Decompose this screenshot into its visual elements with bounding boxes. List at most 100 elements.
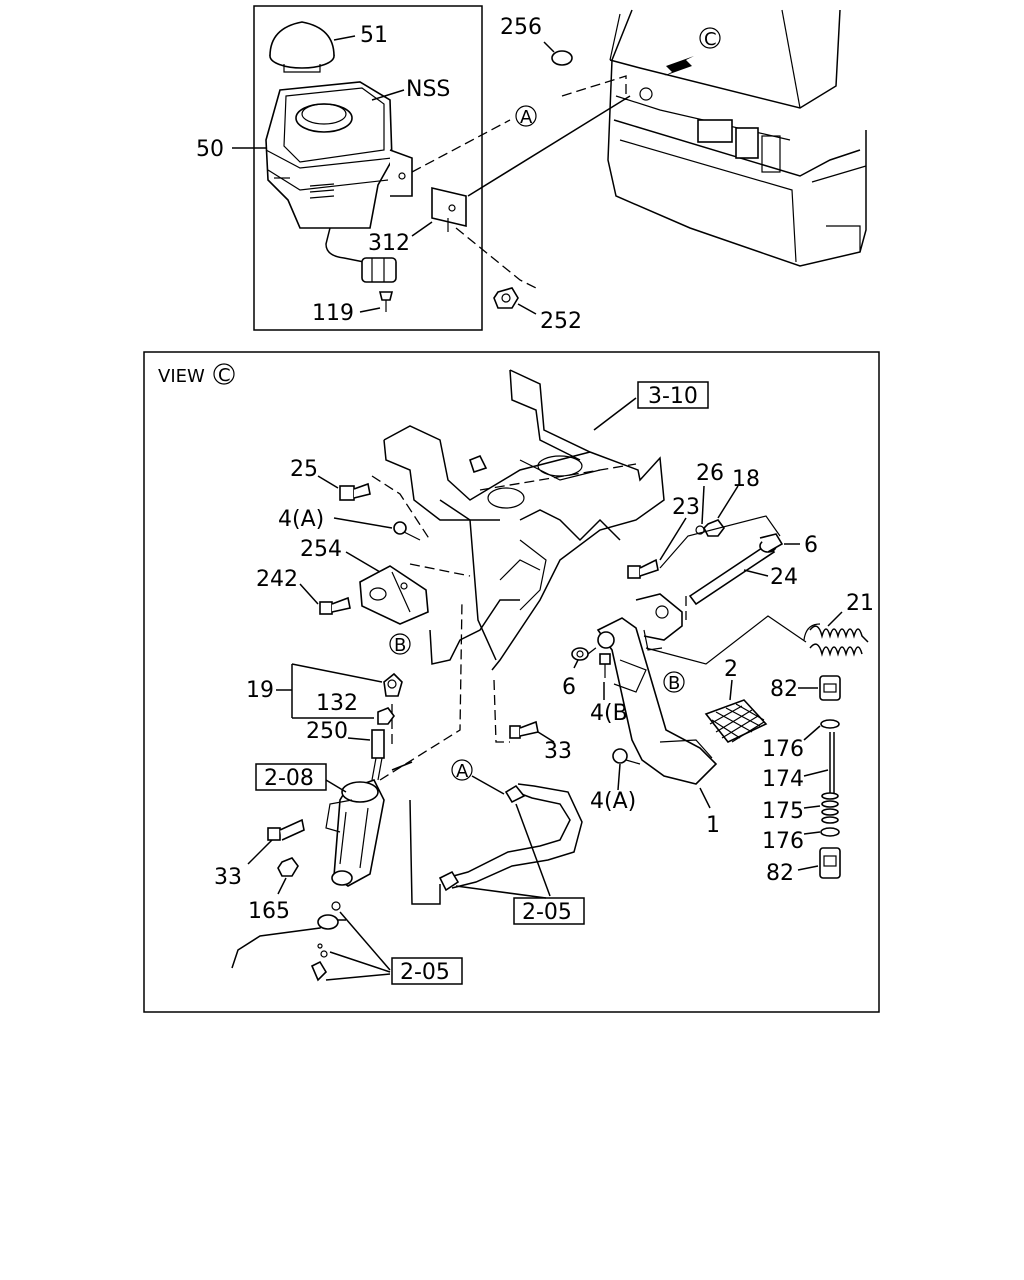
leader-2 bbox=[729, 679, 733, 701]
leader-2-08 bbox=[325, 779, 347, 793]
label-18: 18 bbox=[732, 467, 760, 492]
leader-4a-bot bbox=[617, 763, 621, 791]
nut-252 bbox=[493, 287, 519, 309]
label-119: 119 bbox=[312, 301, 354, 326]
label-250: 250 bbox=[306, 719, 348, 744]
stopper-assembly bbox=[819, 675, 841, 879]
view-title: VIEW bbox=[158, 366, 205, 387]
view-arrow bbox=[664, 56, 694, 76]
label-23: 23 bbox=[672, 495, 700, 520]
bolt-23 bbox=[627, 558, 659, 579]
label-4a-top: 4(A) bbox=[278, 507, 324, 532]
label-26: 26 bbox=[696, 461, 724, 486]
label-176-top: 176 bbox=[762, 737, 804, 762]
line-bracket-cab bbox=[467, 95, 631, 197]
leader-165 bbox=[277, 877, 287, 895]
leader-51 bbox=[333, 35, 356, 41]
label-1: 1 bbox=[706, 813, 720, 838]
return-spring bbox=[803, 623, 869, 657]
label-24: 24 bbox=[770, 565, 798, 590]
bolt-242 bbox=[319, 596, 351, 615]
label-4a-bot: 4(A) bbox=[590, 789, 636, 814]
callout-a-hose-circle bbox=[451, 759, 473, 781]
leader-205-a bbox=[339, 911, 391, 971]
leader-254 bbox=[345, 551, 381, 573]
leader-176-bot bbox=[803, 831, 821, 835]
hose-connector bbox=[361, 257, 397, 312]
label-165: 165 bbox=[248, 899, 290, 924]
dash-254 bbox=[409, 563, 471, 577]
bolt-25 bbox=[339, 482, 371, 501]
hydraulic-line bbox=[231, 901, 346, 982]
bolt-4b bbox=[599, 653, 611, 678]
leader-21 bbox=[827, 611, 843, 627]
bracket-254 bbox=[359, 565, 429, 625]
label-256: 256 bbox=[500, 15, 542, 40]
label-25: 25 bbox=[290, 457, 318, 482]
mount-bracket bbox=[431, 186, 467, 232]
label-132: 132 bbox=[316, 691, 358, 716]
label-6-mid: 6 bbox=[562, 675, 576, 700]
label-33-left: 33 bbox=[214, 865, 242, 890]
label-51: 51 bbox=[360, 23, 388, 48]
label-252: 252 bbox=[540, 309, 582, 334]
leader-1 bbox=[699, 787, 711, 809]
bolt-33-left bbox=[267, 818, 305, 841]
leader-82-bot bbox=[797, 865, 819, 871]
leader-nss bbox=[371, 89, 405, 101]
label-82-top: 82 bbox=[770, 677, 798, 702]
callout-a-circle bbox=[515, 105, 537, 127]
inset-frame bbox=[253, 5, 483, 331]
ref-box-2-05-a bbox=[513, 897, 585, 925]
ref-2-08: 2-08 bbox=[264, 766, 314, 791]
leader-6-mid bbox=[573, 659, 579, 669]
dash-25 bbox=[371, 475, 431, 541]
view-c-circle bbox=[699, 27, 721, 49]
reservoir-tank bbox=[265, 81, 413, 229]
leader-176-top bbox=[803, 725, 821, 741]
label-175: 175 bbox=[762, 799, 804, 824]
callout-b-right-circle bbox=[663, 671, 685, 693]
leader-18 bbox=[717, 485, 739, 519]
pedal-pad bbox=[704, 699, 768, 743]
hose-link-line bbox=[409, 799, 441, 905]
dash-bracket-nut bbox=[455, 227, 541, 291]
leader-250 bbox=[347, 737, 371, 741]
leader-33-left bbox=[247, 839, 273, 865]
bolt-4a-bottom bbox=[612, 748, 641, 765]
shaft-24 bbox=[688, 533, 784, 606]
main-view-frame bbox=[143, 351, 880, 1013]
reservoir-hose bbox=[325, 227, 365, 263]
leader-174 bbox=[803, 769, 829, 777]
dash-a-line bbox=[411, 119, 511, 173]
master-cylinder bbox=[325, 761, 413, 887]
bolt-33-mid bbox=[509, 720, 539, 739]
callout-a-text: A bbox=[520, 107, 533, 128]
leader-175 bbox=[803, 805, 821, 809]
callout-b-right: B bbox=[668, 673, 680, 694]
leader-33-mid bbox=[537, 731, 555, 743]
callout-b-top-circle bbox=[389, 633, 411, 655]
callout-b-top: B bbox=[394, 635, 406, 656]
leader-26 bbox=[701, 485, 705, 525]
label-174: 174 bbox=[762, 767, 804, 792]
leader-3-10 bbox=[593, 397, 637, 431]
bushing-6-mid bbox=[571, 647, 589, 661]
label-242: 242 bbox=[256, 567, 298, 592]
leader-252 bbox=[517, 303, 537, 315]
view-title-circle bbox=[213, 363, 235, 385]
label-176-bot: 176 bbox=[762, 829, 804, 854]
clutch-pedal bbox=[596, 593, 718, 785]
leader-24 bbox=[743, 569, 769, 577]
bolt-4a-top bbox=[393, 521, 421, 541]
plug-256 bbox=[543, 41, 627, 100]
reservoir-inset: 51 NSS 50 119 bbox=[196, 5, 631, 334]
ref-box-2-05-b bbox=[391, 957, 463, 985]
label-254: 254 bbox=[300, 537, 342, 562]
leader-4a-top bbox=[333, 517, 393, 529]
label-50: 50 bbox=[196, 137, 224, 162]
label-82-bot: 82 bbox=[766, 861, 794, 886]
reservoir-hose-a bbox=[438, 783, 583, 892]
leader-312 bbox=[411, 221, 433, 237]
